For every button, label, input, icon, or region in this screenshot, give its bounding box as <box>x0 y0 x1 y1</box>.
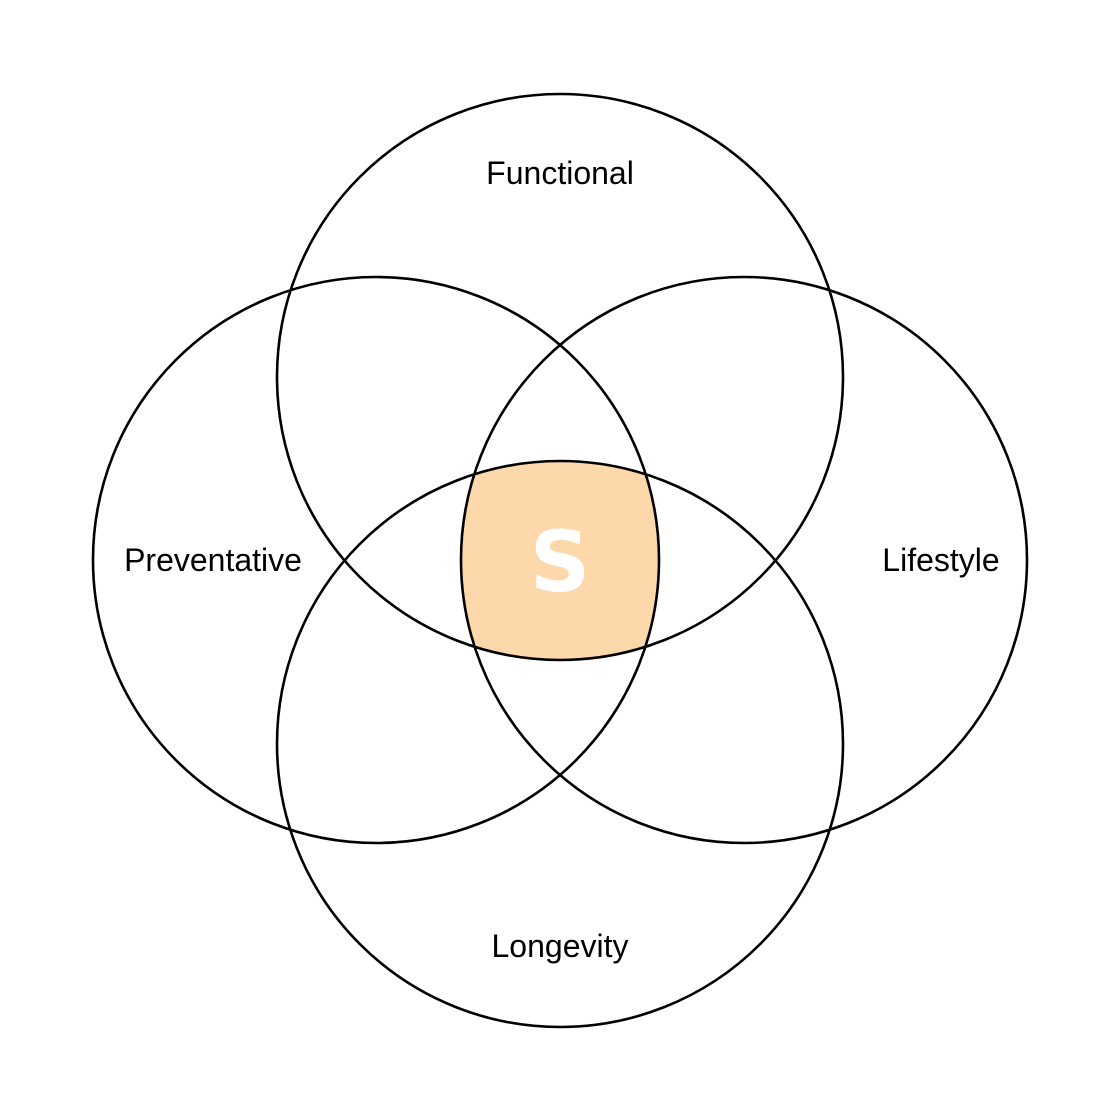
label-functional: Functional <box>486 155 634 191</box>
label-longevity: Longevity <box>492 928 629 964</box>
center-logo-letter: S <box>530 513 591 611</box>
center-overlap-region <box>461 461 659 660</box>
circle-longevity <box>275 459 845 1029</box>
label-lifestyle: Lifestyle <box>882 542 999 578</box>
label-preventative: Preventative <box>124 542 302 578</box>
circle-lifestyle <box>459 275 1029 845</box>
circle-functional <box>275 92 845 662</box>
circle-preventative <box>91 275 661 845</box>
